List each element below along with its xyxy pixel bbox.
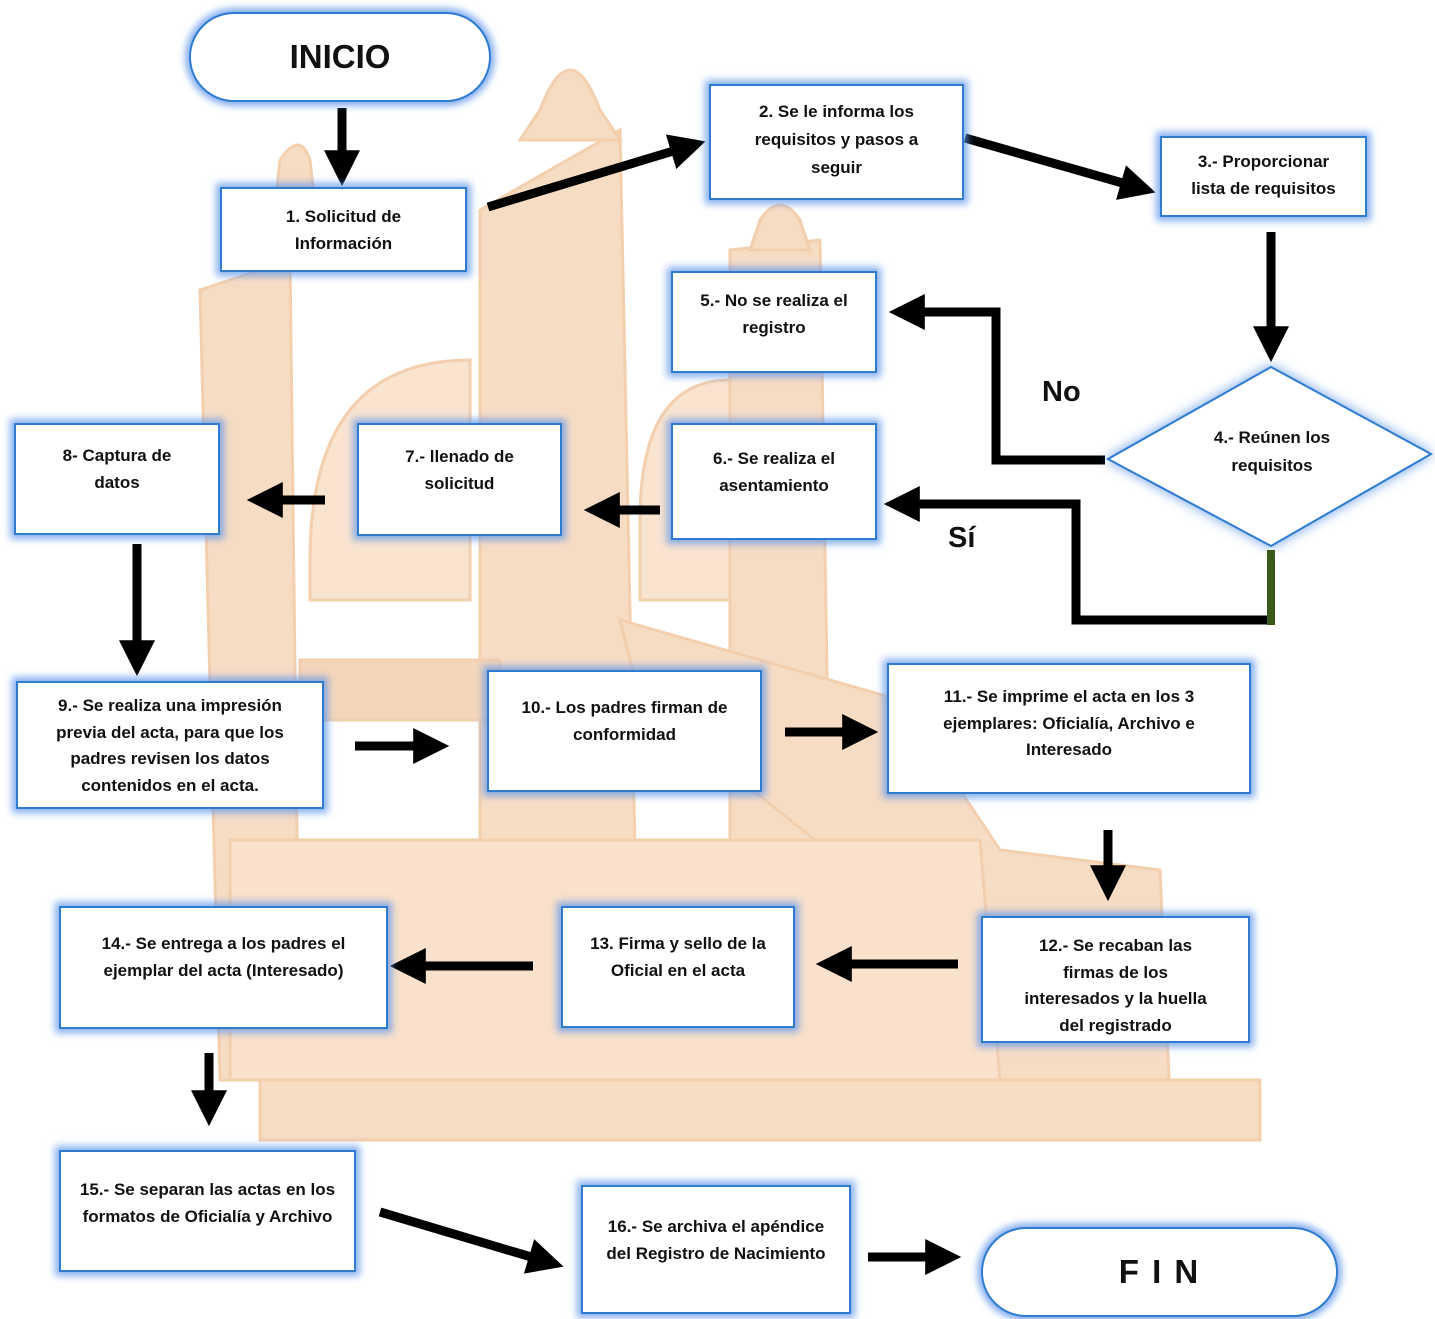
step-3-box: 3.- Proporcionar lista de requisitos <box>1160 136 1367 217</box>
step-1-box: 1. Solicitud de Información <box>220 187 467 272</box>
step-14-box: 14.- Se entrega a los padres el ejemplar… <box>59 906 388 1029</box>
step-7-text: 7.- llenado de solicitud <box>405 447 514 493</box>
arrow-15-to-16 <box>378 1207 564 1274</box>
step-8-box: 8- Captura de datos <box>14 423 220 535</box>
step-6-box: 6.- Se realiza el asentamiento <box>671 423 877 540</box>
step-16-box: 16.- Se archiva el apéndice del Registro… <box>581 1185 851 1314</box>
step-11-text: 11.- Se imprime el acta en los 3 ejempla… <box>943 687 1195 759</box>
start-label: INICIO <box>289 38 391 75</box>
start-terminal: INICIO <box>189 12 491 102</box>
branch-no-label: No <box>1042 376 1081 408</box>
step-15-text: 15.- Se separan las actas en los formato… <box>79 1180 336 1226</box>
step-10-text: 10.- Los padres firman de conformidad <box>521 698 728 744</box>
step-10-box: 10.- Los padres firman de conformidad <box>487 670 762 792</box>
arrow-4-to-6-yes <box>883 486 1268 625</box>
arrow-4-to-5-no <box>888 294 1105 465</box>
arrow-1-to-2 <box>486 134 706 212</box>
step-1-text: 1. Solicitud de Información <box>285 207 402 253</box>
step-11-box: 11.- Se imprime el acta en los 3 ejempla… <box>887 663 1251 794</box>
step-16-text: 16.- Se archiva el apéndice del Registro… <box>606 1217 826 1263</box>
step-12-text: 12.- Se recaban las firmas de los intere… <box>1024 936 1207 1035</box>
step-6-text: 6.- Se realiza el asentamiento <box>713 449 835 495</box>
step-9-box: 9.- Se realiza una impresión previa del … <box>16 681 324 809</box>
arrow-2-to-3 <box>963 133 1156 200</box>
end-terminal: F I N <box>981 1227 1338 1317</box>
step-2-box: 2. Se le informa los requisitos y pasos … <box>709 84 964 200</box>
step-12-box: 12.- Se recaban las firmas de los intere… <box>981 916 1250 1043</box>
step-5-text: 5.- No se realiza el registro <box>700 291 848 337</box>
step-14-text: 14.- Se entrega a los padres el ejemplar… <box>101 934 346 980</box>
step-13-box: 13. Firma y sello de la Oficial en el ac… <box>561 906 795 1028</box>
step-7-box: 7.- llenado de solicitud <box>357 423 562 536</box>
step-5-box: 5.- No se realiza el registro <box>671 271 877 373</box>
step-9-text: 9.- Se realiza una impresión previa del … <box>56 696 284 795</box>
decision-diamond <box>1105 365 1434 548</box>
branch-yes-label: Sí <box>948 522 976 554</box>
step-3-text: 3.- Proporcionar lista de requisitos <box>1191 152 1336 198</box>
step-2-text: 2. Se le informa los requisitos y pasos … <box>754 102 919 177</box>
step-15-box: 15.- Se separan las actas en los formato… <box>59 1150 356 1272</box>
step-4-text: 4.- Reúnen los requisitos <box>1213 428 1331 475</box>
end-label: F I N <box>1118 1253 1201 1290</box>
step-8-text: 8- Captura de datos <box>62 446 172 492</box>
step-13-text: 13. Firma y sello de la Oficial en el ac… <box>590 934 766 980</box>
